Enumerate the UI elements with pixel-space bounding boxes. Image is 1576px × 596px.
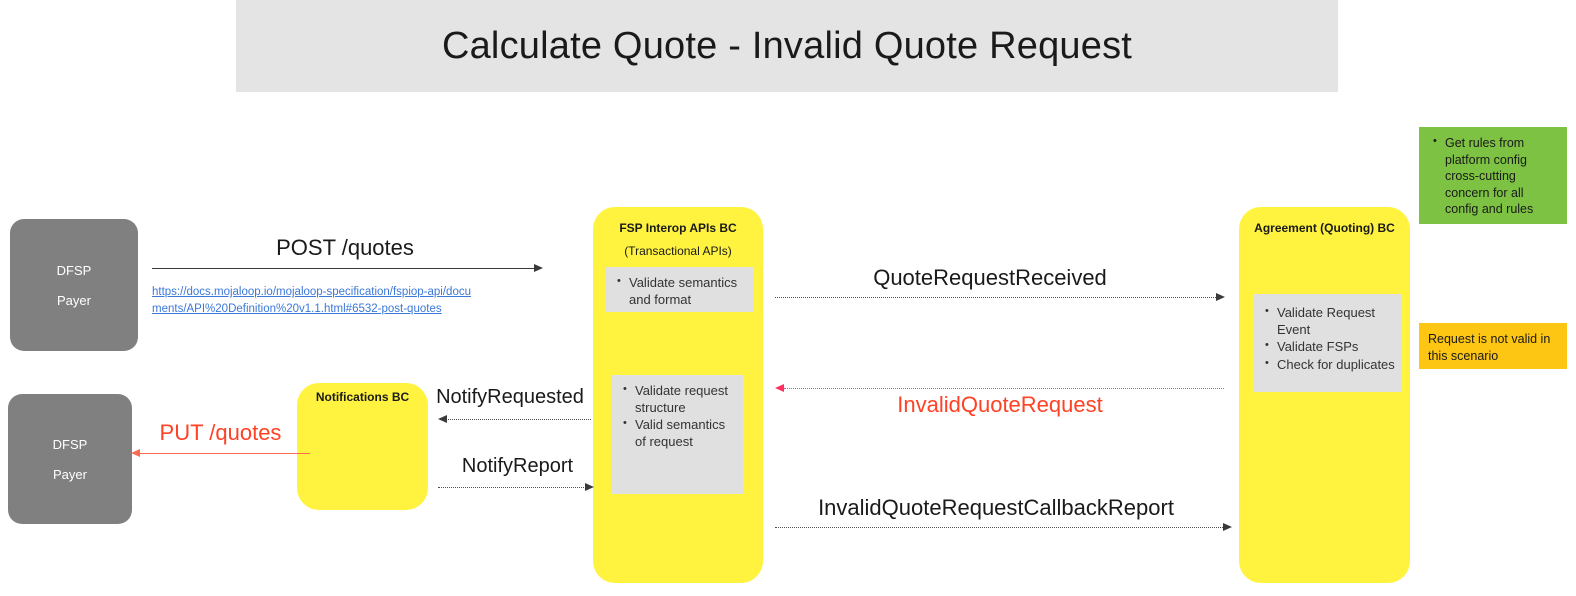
- actor-bottom-line2: Payer: [53, 466, 87, 482]
- message-arrowhead-notify-report: [585, 483, 594, 491]
- callout-item: Get rules from platform config cross-cut…: [1433, 134, 1559, 218]
- note-fsp-interop-lower: Validate request structure Valid semanti…: [611, 375, 743, 494]
- note-item: Valid semantics of request: [623, 416, 737, 450]
- component-agreement-quoting-bc: Agreement (Quoting) BC: [1239, 207, 1410, 583]
- message-arrowhead-notify-requested: [438, 415, 447, 423]
- title-banner: Calculate Quote - Invalid Quote Request: [236, 0, 1338, 92]
- page-title: Calculate Quote - Invalid Quote Request: [441, 24, 1133, 67]
- message-label-post-quotes: POST /quotes: [276, 235, 414, 260]
- agreement-title: Agreement (Quoting) BC: [1254, 221, 1395, 235]
- note-item: Validate semantics and format: [617, 274, 747, 308]
- actor-top-line1: DFSP: [56, 262, 92, 278]
- actor-dfsp-payer-top: DFSP Payer: [10, 219, 138, 351]
- note-fsp-interop-upper: Validate semantics and format: [605, 267, 753, 312]
- message-arrowhead-post-quotes: [534, 264, 543, 272]
- actor-bottom-line1: DFSP: [52, 436, 88, 452]
- message-label-invalid-callback-report: InvalidQuoteRequestCallbackReport: [818, 495, 1174, 520]
- callout-platform-config-rules: Get rules from platform config cross-cut…: [1419, 127, 1567, 224]
- message-arrowhead-quote-request-received: [1216, 293, 1225, 301]
- message-line-notify-report: [438, 487, 586, 488]
- notifications-title: Notifications BC: [315, 390, 410, 404]
- fsp-interop-title: FSP Interop APIs BC: [619, 221, 737, 235]
- message-line-put-quotes: [140, 453, 310, 454]
- message-arrowhead-put-quotes: [131, 449, 140, 457]
- component-notifications-bc: Notifications BC: [297, 383, 428, 510]
- note-item: Validate request structure: [623, 382, 737, 416]
- post-quotes-spec-link[interactable]: https://docs.mojaloop.io/mojaloop-specif…: [152, 286, 471, 315]
- message-line-invalid-quote-request: [784, 388, 1224, 389]
- message-label-invalid-quote-request: InvalidQuoteRequest: [897, 392, 1103, 417]
- note-item: Validate Request Event: [1265, 304, 1395, 338]
- callout-text: Request is not valid in this scenario: [1428, 332, 1551, 363]
- message-arrowhead-invalid-callback-report: [1223, 523, 1232, 531]
- actor-dfsp-payer-bottom: DFSP Payer: [8, 394, 132, 524]
- message-label-quote-request-received: QuoteRequestReceived: [873, 265, 1107, 290]
- fsp-interop-subtitle: (Transactional APIs): [624, 244, 732, 258]
- note-item: Validate FSPs: [1265, 338, 1395, 356]
- actor-top-line2: Payer: [57, 292, 91, 308]
- message-line-notify-requested: [446, 419, 591, 420]
- message-arrowhead-invalid-quote-request: [775, 384, 784, 392]
- message-label-notify-requested: NotifyRequested: [436, 386, 584, 408]
- message-label-notify-report: NotifyReport: [461, 455, 574, 477]
- message-line-post-quotes: [152, 268, 535, 269]
- message-label-put-quotes: PUT /quotes: [159, 420, 282, 445]
- message-line-invalid-callback-report: [775, 527, 1225, 528]
- message-line-quote-request-received: [775, 297, 1218, 298]
- note-item: Check for duplicates: [1265, 356, 1395, 374]
- note-agreement: Validate Request Event Validate FSPs Che…: [1253, 294, 1401, 392]
- callout-request-not-valid: Request is not valid in this scenario: [1419, 323, 1567, 369]
